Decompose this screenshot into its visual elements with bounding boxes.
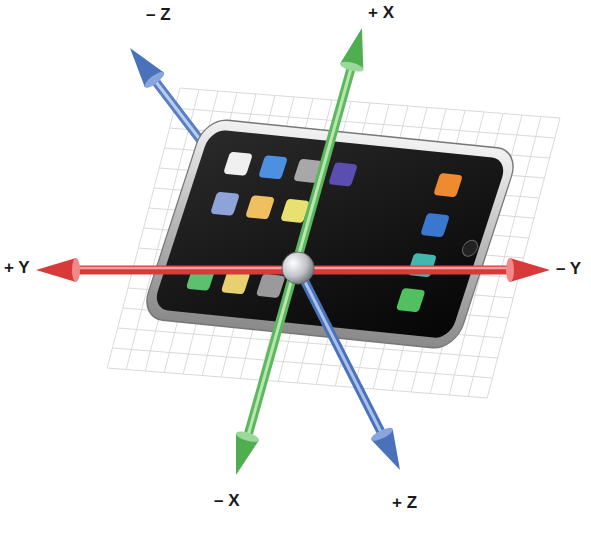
illustration-part	[107, 368, 487, 398]
illustration-part	[369, 425, 394, 443]
illustration-part	[247, 65, 352, 439]
axis-label: – X	[214, 492, 240, 511]
illustration-part	[460, 240, 479, 257]
illustration-part	[328, 162, 358, 186]
arrowhead	[339, 25, 374, 74]
illustration-part	[339, 60, 364, 74]
axis-label: + Z	[392, 494, 417, 513]
arrowhead	[506, 258, 550, 282]
axis-label: + Y	[4, 259, 30, 278]
illustration-part	[510, 258, 550, 282]
illustration-part	[36, 258, 76, 282]
illustration-part	[210, 192, 240, 216]
illustration-part	[245, 195, 275, 219]
illustration-part	[256, 274, 286, 298]
illustration-part	[298, 268, 383, 436]
arrowhead	[369, 425, 410, 475]
x-axis	[247, 65, 352, 439]
illustration-part	[396, 288, 426, 312]
axis-label: – Z	[146, 6, 171, 25]
arrowhead	[225, 429, 261, 478]
arrowhead	[120, 41, 166, 91]
illustration-part	[506, 258, 514, 282]
axis-label: – Y	[556, 260, 581, 279]
illustration-part	[152, 129, 508, 339]
illustration-part	[72, 258, 80, 282]
arrowhead	[36, 258, 80, 282]
illustration-part	[433, 173, 463, 197]
illustration-part	[223, 152, 253, 176]
illustration-part	[298, 268, 383, 436]
illustration-part	[258, 155, 288, 179]
illustration-part	[180, 88, 560, 118]
illustration-part	[247, 65, 352, 439]
axis-label: + X	[368, 4, 394, 23]
illustration-part	[112, 348, 492, 378]
illustration-part	[420, 213, 450, 237]
origin-sphere	[282, 252, 314, 284]
illustration-part	[142, 69, 166, 90]
illustration-part	[235, 429, 260, 444]
z-axis-front	[298, 268, 383, 436]
